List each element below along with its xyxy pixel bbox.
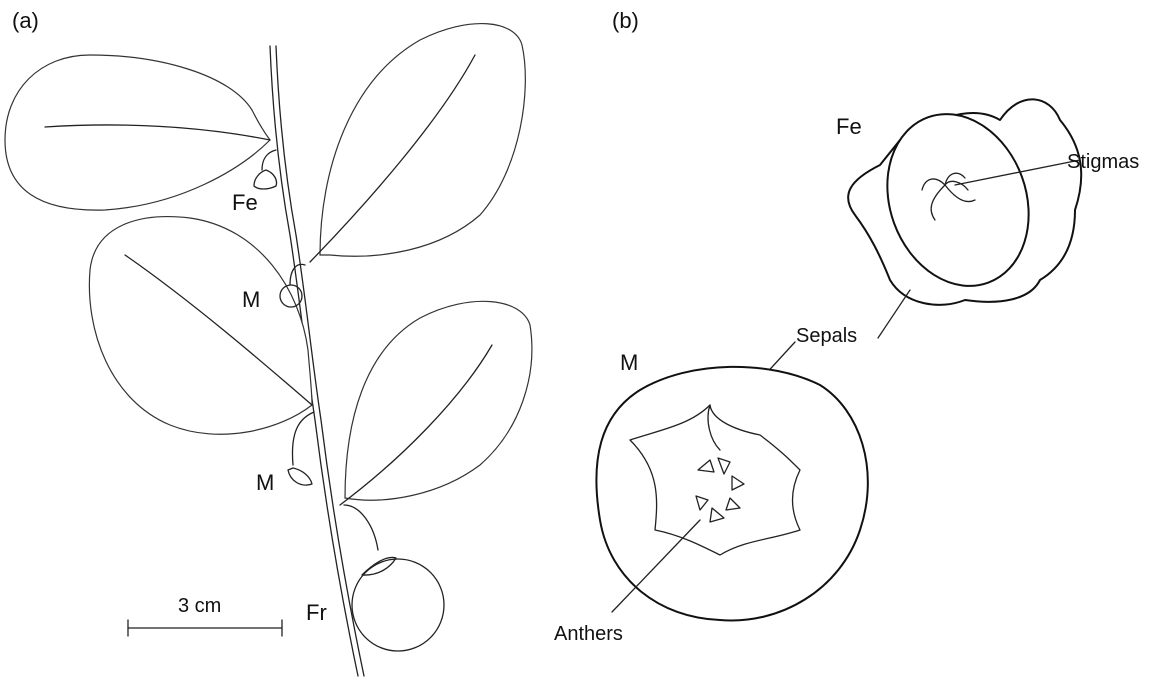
- label-anthers: Anthers: [554, 623, 623, 645]
- leaf-top-right: [309, 23, 526, 263]
- label-female-flower-b: Fe: [836, 114, 862, 139]
- leaf-lower-right: [339, 300, 533, 506]
- label-male-flower-lower: M: [256, 470, 274, 495]
- anthers: [695, 457, 745, 523]
- panel-b-label: (b): [612, 8, 639, 33]
- panel-a-label: (a): [12, 8, 39, 33]
- fruit: [343, 504, 445, 652]
- scale-bar: 3 cm: [127, 595, 283, 637]
- panel-b: (b) Fe Stigmas Sepals: [554, 8, 1139, 645]
- panel-a: (a): [4, 8, 533, 677]
- leaf-middle-left: [88, 216, 313, 435]
- male-flower-upper: [279, 263, 306, 308]
- female-flower: [253, 149, 278, 190]
- male-flower-lower: [287, 411, 315, 486]
- female-flower-top-view: [847, 98, 1083, 306]
- label-male-flower-b: M: [620, 350, 638, 375]
- male-flower-top-view: [595, 365, 869, 622]
- label-female-flower: Fe: [232, 190, 258, 215]
- scale-bar-label: 3 cm: [178, 595, 221, 617]
- label-fruit: Fr: [306, 600, 327, 625]
- label-stigmas: Stigmas: [1067, 151, 1139, 173]
- label-sepals: Sepals: [796, 325, 857, 347]
- label-male-flower-upper: M: [242, 287, 260, 312]
- leaf-top-left: [4, 54, 271, 211]
